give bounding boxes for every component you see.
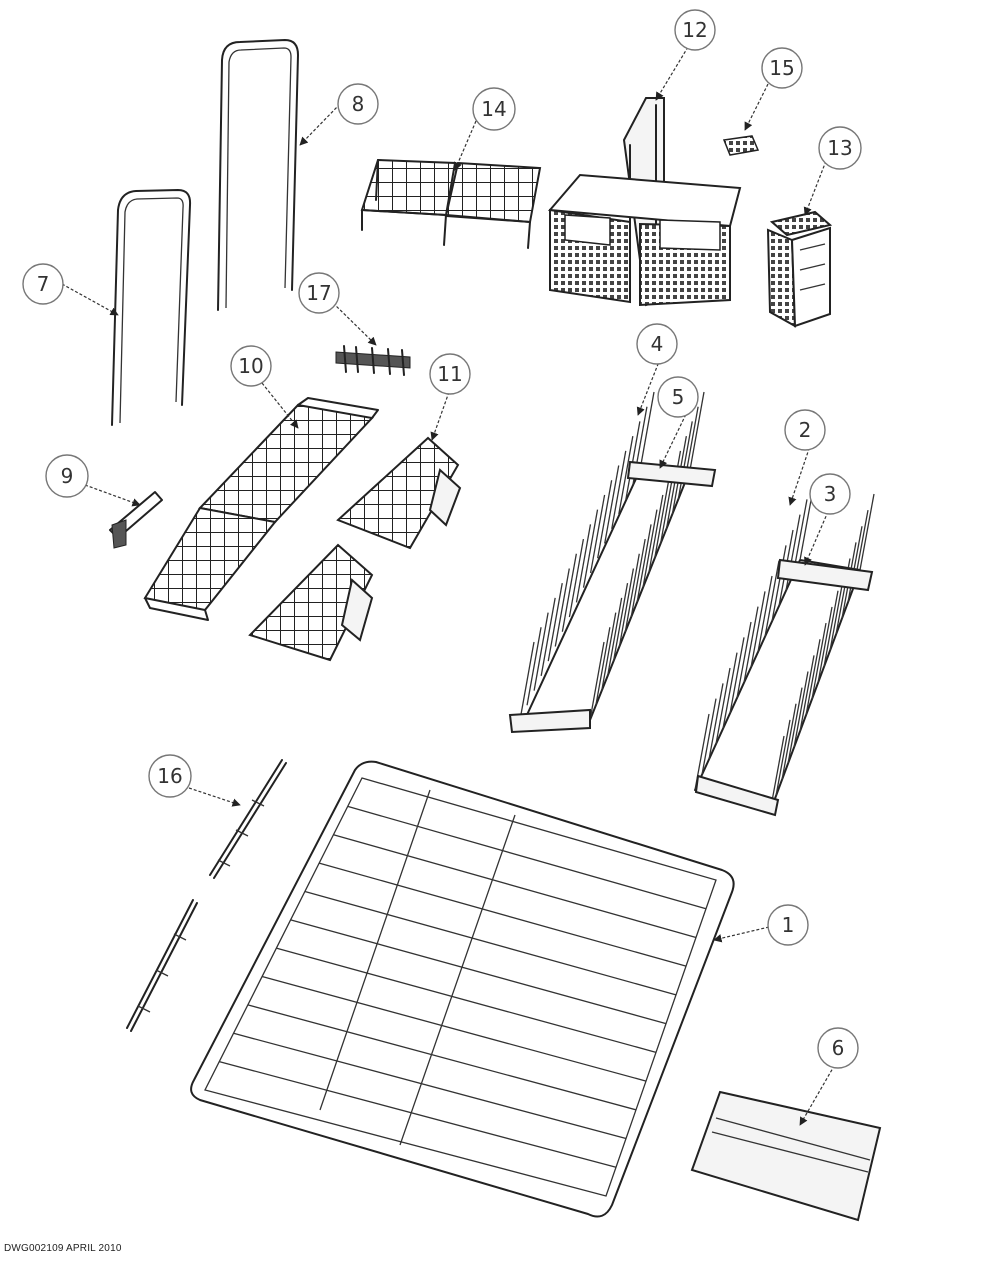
- callout-17: 17: [298, 272, 340, 314]
- callout-16: 16: [148, 754, 192, 798]
- leader-lines: [61, 46, 838, 1126]
- callout-15: 15: [761, 47, 803, 89]
- part-13-small-basket: [766, 210, 833, 328]
- part-8-handle: [217, 39, 299, 311]
- part-2-rack-end: [694, 774, 780, 817]
- callout-17-label: 17: [306, 281, 331, 305]
- part-15-cap: [722, 135, 760, 156]
- part-7-handle: [111, 189, 192, 426]
- callout-5-label: 5: [672, 385, 685, 409]
- part-3-rack-hinge: [776, 558, 874, 592]
- callout-12-label: 12: [682, 18, 707, 42]
- callout-4: 4: [636, 323, 678, 365]
- callout-13-label: 13: [827, 136, 852, 160]
- part-5-rack-hinge: [626, 460, 717, 488]
- callout-11: 11: [429, 353, 471, 395]
- callout-9: 9: [45, 454, 89, 498]
- callout-15-label: 15: [769, 56, 794, 80]
- part-1-main-rack: [190, 760, 735, 1218]
- callout-6-label: 6: [832, 1036, 845, 1060]
- callout-14: 14: [472, 87, 516, 131]
- callout-8: 8: [337, 83, 379, 125]
- callout-11-label: 11: [437, 362, 462, 386]
- part-14-grid-shelves: [360, 158, 542, 249]
- callout-10-label: 10: [238, 354, 263, 378]
- part-10-folding-rack: [143, 397, 379, 621]
- callout-3-label: 3: [824, 482, 837, 506]
- part-17-clips: [335, 345, 411, 376]
- part-6-tray: [690, 1090, 882, 1222]
- callout-8-label: 8: [352, 92, 365, 116]
- callout-2-label: 2: [799, 418, 812, 442]
- callout-1-label: 1: [782, 913, 795, 937]
- drawing-id-label: DWG002109 APRIL 2010: [4, 1243, 122, 1254]
- callout-3: 3: [809, 473, 851, 515]
- callout-10: 10: [230, 345, 272, 387]
- part-16-support-bars: [126, 759, 287, 1032]
- callout-7: 7: [22, 263, 64, 305]
- part-9-clip: [109, 491, 163, 549]
- callout-5: 5: [657, 376, 699, 418]
- part-2-tine-rack: [694, 483, 875, 813]
- callout-12: 12: [674, 9, 716, 51]
- part-12-cutlery-basket: [547, 97, 742, 307]
- part-11-folding-rack-halves: [248, 436, 462, 662]
- callout-16-label: 16: [157, 764, 182, 788]
- callout-6: 6: [817, 1027, 859, 1069]
- part-4-tine-rack: [519, 391, 705, 731]
- callout-4-label: 4: [651, 332, 664, 356]
- callout-9-label: 9: [61, 464, 74, 488]
- callout-7-label: 7: [37, 272, 50, 296]
- callout-2: 2: [784, 409, 826, 451]
- callout-1: 1: [767, 904, 809, 946]
- callout-13: 13: [818, 126, 862, 170]
- callout-14-label: 14: [481, 97, 506, 121]
- part-4-rack-end: [508, 708, 591, 734]
